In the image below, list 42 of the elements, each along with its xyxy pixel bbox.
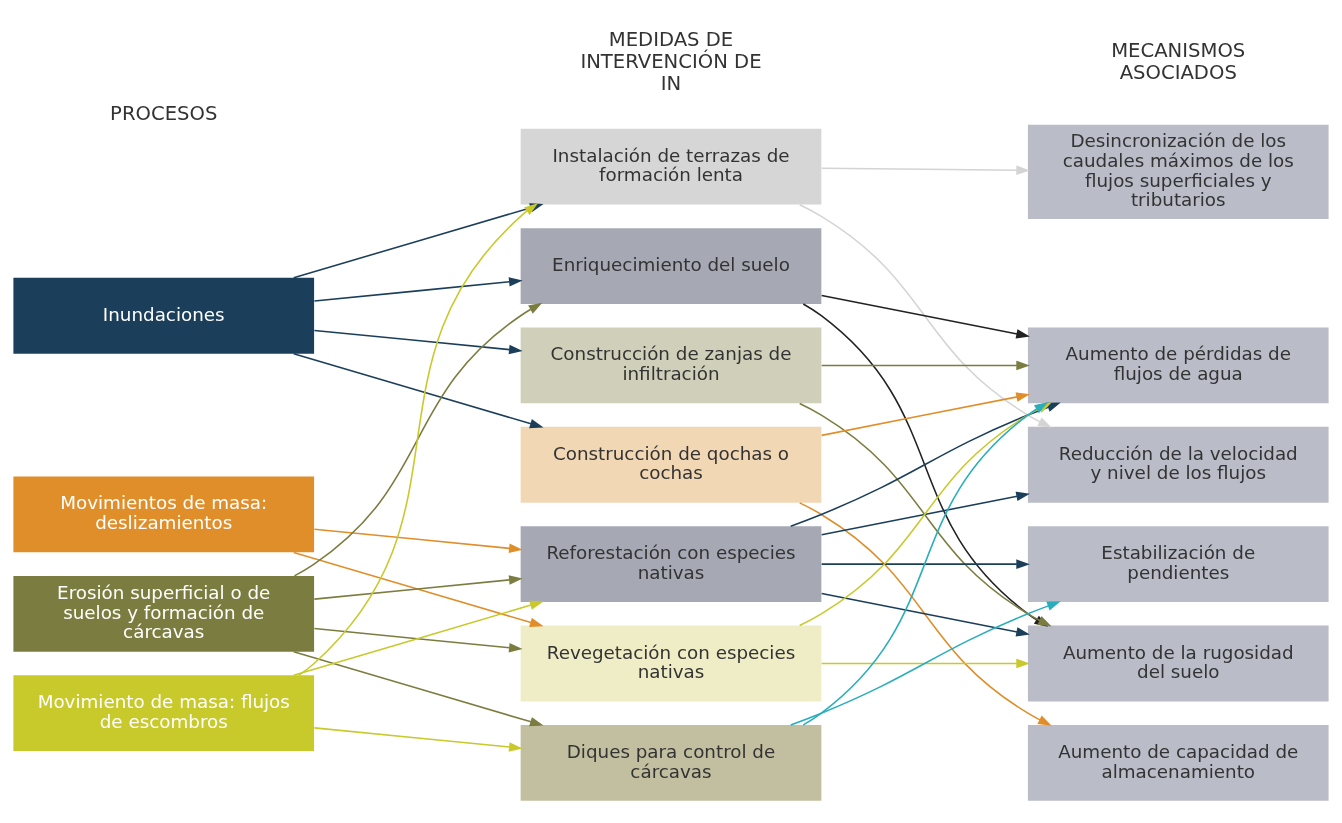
node-box: Movimiento de masa: flujos de escombros (13, 675, 315, 752)
arrow (820, 658, 1030, 669)
arrow (313, 277, 523, 302)
arrow (297, 203, 538, 677)
arrow (313, 329, 523, 355)
arrow (820, 392, 1030, 437)
label: MECANISMOS ASOCIADOS (1111, 38, 1246, 85)
arrow (820, 360, 1030, 371)
node-box: Construcción de qochas o cochas (520, 426, 822, 503)
arrow (292, 651, 544, 727)
label: MEDIDAS DE INTERVENCIÓN DE IN (580, 27, 762, 96)
node-box: Reforestación con especies nativas (520, 526, 822, 603)
arrow (798, 502, 1052, 726)
arrow (820, 491, 1030, 536)
arrow (292, 551, 544, 627)
arrow (292, 600, 544, 676)
node-box: Desincronización de los caudales máximos de los flujos superficiales y tributarios (1027, 124, 1329, 219)
arrow (820, 559, 1030, 569)
arrow (313, 575, 523, 600)
arrow (292, 352, 544, 429)
node-box: Construcción de zanjas de infiltración (520, 327, 822, 404)
arrow (313, 627, 523, 653)
arrow (820, 165, 1030, 175)
arrow (820, 592, 1030, 637)
node-box: Aumento de la rugosidad del suelo (1027, 625, 1329, 702)
node-box: Diques para control de cárcavas (520, 724, 822, 801)
node-box: Aumento de pérdidas de flujos de agua (1027, 327, 1329, 404)
arrow (790, 601, 1061, 726)
node-box: Aumento de capacidad de almacenamiento (1027, 724, 1329, 801)
node-box: Inundaciones (13, 277, 315, 354)
arrow (293, 302, 543, 577)
arrow (820, 294, 1030, 339)
node-box: Estabilización de pendientes (1027, 526, 1329, 603)
label: PROCESOS (110, 102, 218, 126)
arrow (313, 528, 523, 554)
node-box: Enriquecimiento del suelo (520, 228, 822, 304)
node-box: Instalación de terrazas de formación lenta (520, 128, 822, 205)
node-box: Reducción de la velocidad y nivel de los flujos (1027, 426, 1329, 503)
node-box: Revegetación con especies nativas (520, 625, 822, 702)
arrow (313, 727, 523, 752)
node-box: Erosión superficial o de suelos y formación de cárcavas (13, 575, 315, 652)
node-box: Movimientos de masa: deslizamientos (13, 476, 315, 553)
